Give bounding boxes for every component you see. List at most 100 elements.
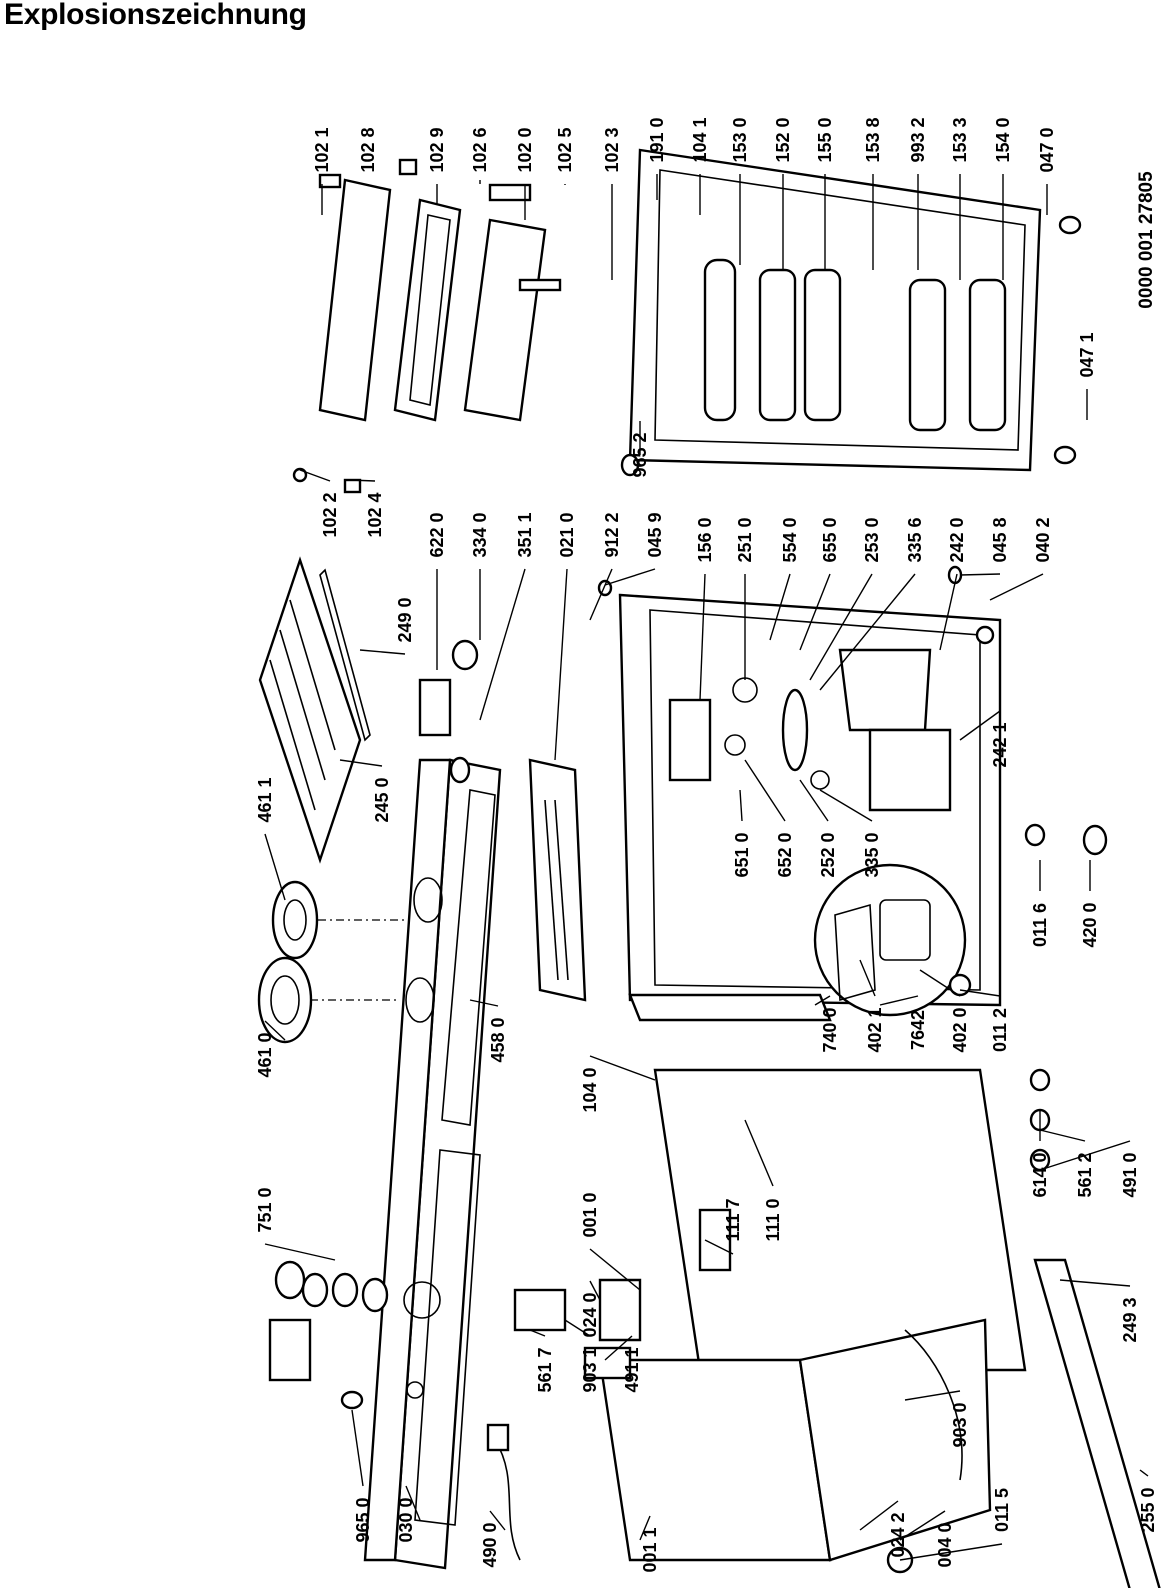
- part-label: 7642: [908, 1010, 928, 1050]
- part-label: 622 0: [427, 512, 447, 557]
- part-label: 102 4: [365, 492, 385, 537]
- part-label: 102 2: [320, 492, 340, 537]
- condenser-drawing: [528, 758, 587, 1002]
- part-label: 011 6: [1030, 903, 1050, 947]
- part-label: 011 2: [990, 1008, 1010, 1052]
- leader-p1022: [299, 469, 331, 482]
- leader-p6510: [739, 789, 743, 822]
- leader-p9122: [589, 568, 613, 621]
- upper-door-drawing: [318, 158, 562, 422]
- worktop-drawing: [363, 758, 502, 1570]
- part-label: 561 7: [535, 1347, 555, 1392]
- part-label: 102 1: [312, 127, 332, 172]
- part-label: 102 3: [602, 127, 622, 172]
- leader-p0458: [959, 573, 1001, 576]
- part-label: 155 0: [815, 117, 835, 162]
- part-label: 024 2: [888, 1512, 908, 1557]
- part-label: 024 0: [580, 1292, 600, 1337]
- leader-p4910: [1039, 1140, 1131, 1171]
- part-label: 047 1: [1077, 332, 1097, 377]
- leader-p1110: [744, 1119, 774, 1187]
- part-label: 030 0: [396, 1497, 416, 1542]
- leader-p3350: [819, 789, 873, 822]
- part-label: 104 0: [580, 1067, 600, 1112]
- leader-p3511: [479, 568, 526, 721]
- door-104-drawing: [653, 1068, 1027, 1372]
- part-label: 458 0: [488, 1017, 508, 1062]
- base-plate-drawing: [1033, 1258, 1161, 1588]
- part-label: 102 0: [515, 127, 535, 172]
- leader-p0210: [554, 568, 568, 761]
- compressor-detail-drawing: [813, 863, 967, 1017]
- part-label: 561 2: [1075, 1152, 1095, 1197]
- part-label: 191 0: [647, 117, 667, 162]
- part-label: 242 1: [990, 722, 1010, 767]
- part-label: 111 0: [763, 1198, 783, 1241]
- leader-p0402: [989, 573, 1044, 601]
- part-label: 334 0: [470, 512, 490, 557]
- leader-p0011: [639, 1515, 651, 1541]
- part-label: 040 2: [1033, 517, 1053, 562]
- part-label: 491 0: [1120, 1152, 1140, 1197]
- leader-p2420: [939, 573, 958, 651]
- leader-p2530: [809, 573, 873, 681]
- part-label: 004 0: [935, 1522, 955, 1567]
- part-label: 252 0: [818, 832, 838, 877]
- thermostat-drawing: [418, 639, 479, 784]
- part-label: 965 2: [630, 432, 650, 477]
- part-label: 903 1: [580, 1347, 600, 1392]
- leader-p2493: [1059, 1279, 1131, 1287]
- part-label: 655 0: [820, 517, 840, 562]
- leader-p2490: [359, 649, 406, 655]
- part-label: 152 0: [773, 117, 793, 162]
- leader-p9031: [564, 1319, 591, 1337]
- leader-p0240: [589, 1280, 601, 1301]
- part-label: 102 5: [555, 127, 575, 172]
- part-label: 249 3: [1120, 1297, 1140, 1342]
- part-label: 554 0: [780, 517, 800, 562]
- part-label: 102 8: [358, 127, 378, 172]
- leader-p2450: [339, 759, 383, 767]
- leader-p4611: [264, 833, 286, 901]
- leader-p6550: [799, 573, 831, 651]
- leader-p2421: [959, 710, 1001, 741]
- leader-p0010: [589, 1248, 641, 1291]
- part-label: 045 8: [990, 517, 1010, 562]
- leader-p4911: [604, 1335, 633, 1361]
- page-title: Explosionszeichnung: [4, 0, 307, 31]
- leader-p4580: [469, 999, 499, 1007]
- leader-p0115: [899, 1543, 1003, 1561]
- part-label: 249 0: [395, 597, 415, 642]
- part-label: 021 0: [557, 512, 577, 557]
- freezer-door-drawing: [628, 148, 1042, 472]
- part-label: 156 0: [695, 517, 715, 562]
- part-label: 751 0: [255, 1187, 275, 1232]
- leader-p0242: [859, 1500, 899, 1531]
- door-001-drawing: [598, 1318, 992, 1562]
- part-label: 351 1: [515, 512, 535, 557]
- part-label: 461 0: [255, 1032, 275, 1077]
- part-label: 047 0: [1037, 127, 1057, 172]
- leader-p5617: [529, 1329, 546, 1337]
- leader-p4610: [264, 1020, 286, 1041]
- leader-p3356: [819, 573, 916, 691]
- part-label: 154 0: [993, 117, 1013, 162]
- leader-p0300: [405, 1485, 421, 1521]
- part-label: 245 0: [372, 777, 392, 822]
- leader-p6520: [744, 759, 786, 822]
- control-knob-drawing: [268, 1260, 389, 1382]
- part-drawings: [257, 148, 1161, 1588]
- fan-disc-drawing: [257, 880, 410, 1044]
- hinge-cover-drawing: [513, 1278, 642, 1380]
- part-label: 402 1: [865, 1007, 885, 1052]
- part-label: 253 0: [862, 517, 882, 562]
- part-label: 614 0: [1030, 1152, 1050, 1197]
- part-label: 011 5: [992, 1488, 1012, 1532]
- leader-p7510: [264, 1243, 336, 1261]
- part-label: 490 0: [480, 1522, 500, 1567]
- part-label: 045 9: [645, 512, 665, 557]
- document-number: 0000 001 27805: [1136, 171, 1157, 309]
- leader-p2550: [1139, 1469, 1149, 1477]
